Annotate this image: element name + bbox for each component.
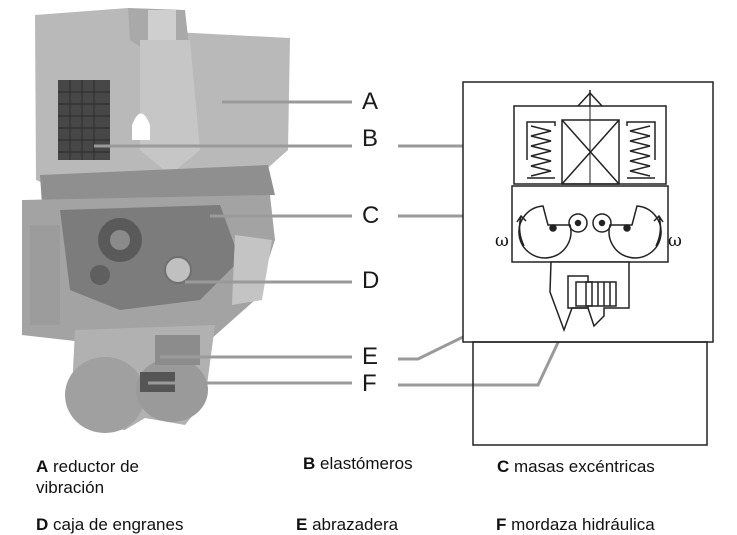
callout-a: A (362, 88, 379, 115)
legend-item-c: C masas excéntricas (497, 456, 655, 477)
callout-d: D (362, 267, 380, 294)
legend-letter: B (303, 454, 316, 473)
legend-letter: F (496, 515, 507, 534)
schematic (462, 81, 714, 446)
legend-text: caja de engranes (53, 515, 184, 534)
legend-item-f: F mordaza hidráulica (496, 514, 655, 535)
spring-left (530, 125, 552, 177)
legend-item-b: B elastómeros (303, 453, 413, 474)
omega-label-left: ω (495, 231, 509, 251)
legend-letter: D (36, 515, 49, 534)
rotation-arrow-left (518, 215, 525, 247)
legend-letter: E (296, 515, 308, 534)
rotation-arrow-right (655, 215, 662, 247)
callout-b: B (362, 125, 379, 152)
legend-item-e: E abrazadera (296, 514, 398, 535)
legend-letter: C (497, 457, 510, 476)
base-outline (472, 341, 708, 446)
legend-text: reductor de vibración (36, 457, 140, 497)
legend-letter: A (36, 457, 49, 476)
eccentric-mass-right (608, 205, 662, 259)
legend-item-d: D caja de engranes (36, 514, 183, 535)
callout-c: C (362, 202, 380, 229)
legend-text: mordaza hidráulica (511, 515, 655, 534)
gear-right (592, 213, 612, 233)
legend-text: abrazadera (312, 515, 399, 534)
legend-text: elastómeros (320, 454, 413, 473)
legend-text: masas excéntricas (514, 457, 655, 476)
omega-label-right: ω (668, 231, 682, 251)
legend-item-a: A reductor de vibración (36, 456, 196, 498)
machine-illustration (22, 8, 290, 433)
gear-left (568, 213, 588, 233)
callout-f: F (362, 370, 377, 397)
spring-right (629, 125, 651, 177)
eccentric-mass-left (518, 205, 572, 259)
callout-e: E (362, 343, 379, 370)
